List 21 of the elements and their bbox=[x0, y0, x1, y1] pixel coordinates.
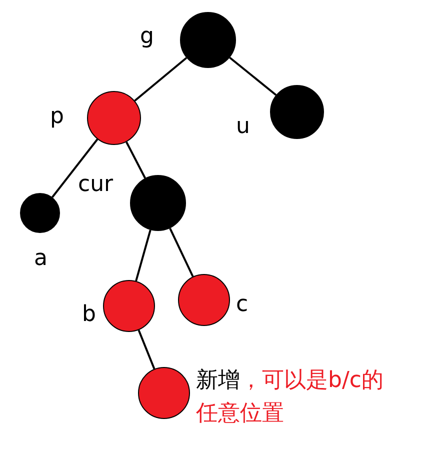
annotation-note: 新增，可以是b/c的任意位置 bbox=[196, 367, 384, 428]
node-label: a bbox=[34, 246, 48, 272]
tree-edge bbox=[169, 228, 194, 277]
tree-node-circle bbox=[178, 274, 230, 326]
tree-edge bbox=[134, 57, 188, 102]
tree-edge bbox=[138, 330, 156, 370]
tree-node-circle bbox=[20, 193, 60, 233]
node-label: g bbox=[140, 24, 154, 50]
tree-edge bbox=[126, 142, 146, 179]
tree-node-circle bbox=[138, 367, 190, 419]
tree-edge bbox=[135, 230, 152, 282]
node-label: cur bbox=[78, 172, 114, 198]
tree-node-circle bbox=[270, 85, 324, 139]
node-label: p bbox=[50, 104, 64, 130]
tree-edge bbox=[52, 138, 98, 198]
node-label: c bbox=[236, 292, 248, 318]
tree-node-circle bbox=[103, 280, 155, 332]
tree-node-circle bbox=[87, 91, 141, 145]
tree-edge bbox=[229, 56, 277, 96]
node-label: u bbox=[236, 114, 250, 140]
node-label: b bbox=[82, 302, 96, 328]
